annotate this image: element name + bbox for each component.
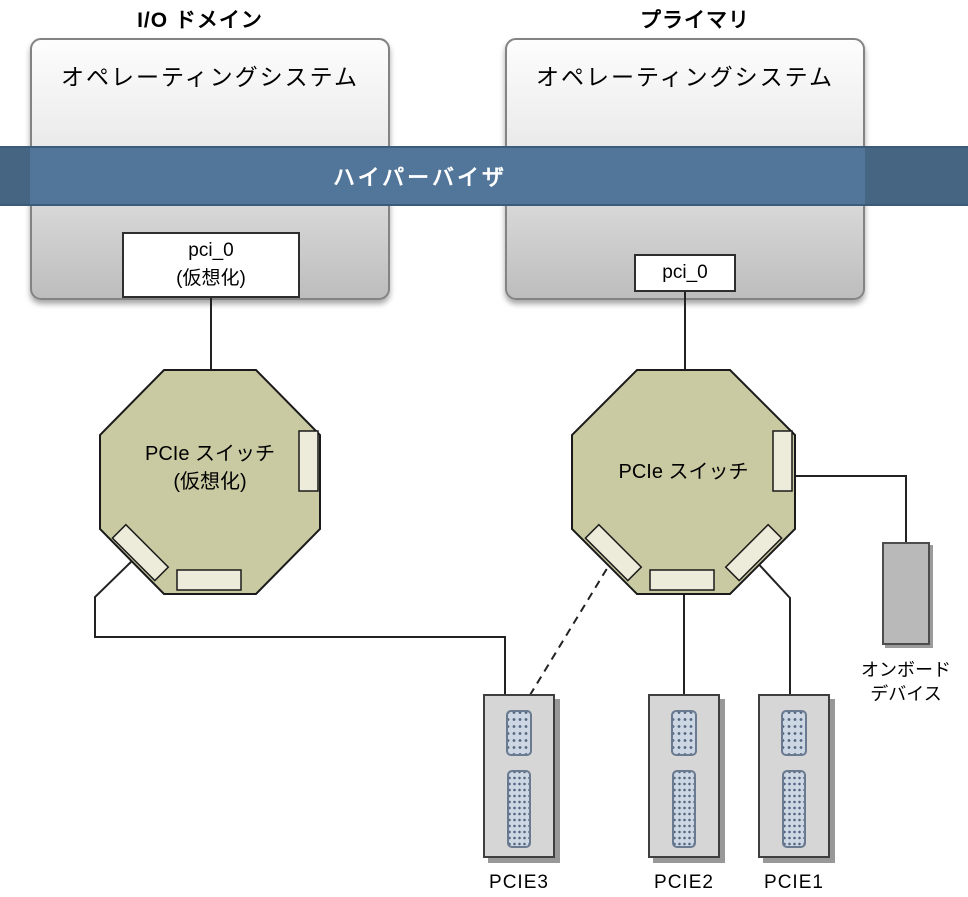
card-connector-small-icon — [781, 710, 807, 756]
onboard-device-label-line1: オンボード — [861, 660, 951, 680]
wire-switch-to-pcie1 — [752, 557, 791, 696]
wire-virtual-switch-to-pcie3 — [94, 558, 506, 696]
os-label-right: オペレーティングシステム — [536, 64, 834, 90]
switch-port-right — [772, 430, 793, 492]
hypervisor-band: ハイパーバイザ — [0, 146, 968, 206]
card-connector-large-icon — [672, 770, 696, 848]
switch-port-bottom-left — [584, 523, 643, 582]
hypervisor-band-right-edge — [865, 148, 968, 204]
onboard-device-label-line2: デバイス — [870, 684, 942, 705]
os-label-left: オペレーティングシステム — [61, 64, 359, 90]
wire-switch-to-onboard-device — [794, 475, 907, 543]
pcie-card-pcie1 — [758, 694, 830, 858]
card-connector-large-icon — [507, 770, 531, 848]
pcie-slot-label: PCIE3 — [489, 872, 549, 893]
onboard-device-label: オンボード デバイス — [856, 658, 956, 707]
pci0-virtualized-box: pci_0 (仮想化) — [122, 232, 300, 298]
hypervisor-label: ハイパーバイザ — [333, 165, 507, 190]
switch-port-right — [298, 430, 319, 492]
pci0-label: pci_0 — [662, 262, 708, 284]
pcie-switch-label-text: PCIe スイッチ — [618, 461, 749, 483]
pci0-virtualized-label-line2: (仮想化) — [176, 268, 246, 289]
switch-port-bottom-left — [111, 523, 170, 582]
switch-port-bottom — [176, 569, 242, 591]
hypervisor-band-left-edge — [0, 148, 30, 204]
pcie-switch-virtual-octagon — [99, 369, 321, 595]
pcie-switch-octagon — [571, 369, 796, 595]
pci0-virtualized-label-line1: pci_0 — [188, 240, 234, 262]
card-connector-small-icon — [671, 710, 697, 756]
pcie-card-pcie2 — [648, 694, 720, 858]
pcie-card-pcie3 — [483, 694, 555, 858]
wire-dashed-switch-to-pcie3 — [529, 556, 615, 696]
pcie-switch-virtual-label: PCIe スイッチ (仮想化) — [100, 440, 320, 496]
io-domain-title: I/O ドメイン — [137, 9, 263, 32]
pcie-slot-label: PCIE2 — [654, 872, 714, 893]
onboard-device-box — [882, 542, 930, 645]
card-connector-small-icon — [506, 710, 532, 756]
pcie-switch-virtual-label-line2: (仮想化) — [173, 471, 247, 493]
pci0-box: pci_0 — [634, 254, 736, 292]
switch-port-bottom-right — [724, 523, 783, 582]
pcie-switch-virtual-label-line1: PCIe スイッチ — [144, 443, 276, 465]
pcie-switch-label: PCIe スイッチ — [572, 458, 795, 486]
primary-domain-title: プライマリ — [640, 9, 750, 32]
switch-port-bottom — [649, 569, 715, 591]
pcie-slot-label: PCIE1 — [764, 872, 824, 893]
card-connector-large-icon — [782, 770, 806, 848]
